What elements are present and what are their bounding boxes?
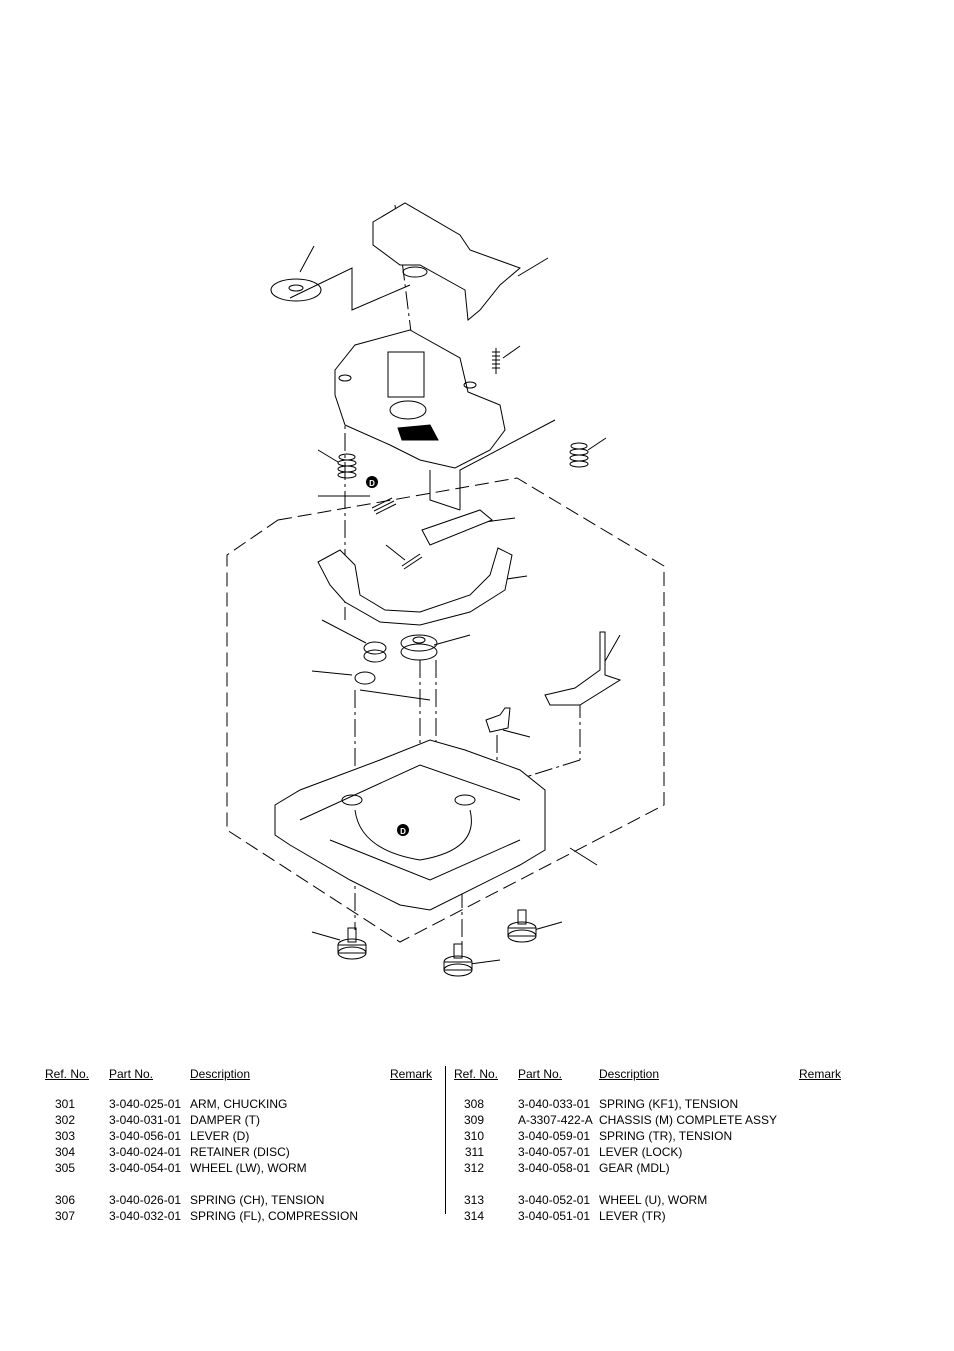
description-cell: LEVER (TR) — [599, 1209, 666, 1223]
wheel-u-worm — [354, 671, 376, 685]
part-no-cell: 3-040-057-01 — [518, 1145, 591, 1159]
description-cell: RETAINER (DISC) — [190, 1145, 290, 1159]
svg-text:D: D — [400, 827, 406, 836]
table-row: 302 3-040-031-01 DAMPER (T) — [45, 1112, 445, 1128]
description-cell: LEVER (D) — [190, 1129, 250, 1143]
part-no-cell: 3-040-032-01 — [109, 1209, 182, 1223]
description-cell: DAMPER (T) — [190, 1113, 260, 1127]
header-description: Description — [190, 1067, 251, 1081]
header-remark: Remark — [799, 1067, 842, 1081]
description-cell: SPRING (CH), TENSION — [190, 1193, 325, 1207]
retainer-disc — [270, 278, 322, 302]
part-no-cell: 3-040-056-01 — [109, 1129, 182, 1143]
table-row: 301 3-040-025-01 ARM, CHUCKING — [45, 1096, 445, 1112]
table-row: 304 3-040-024-01 RETAINER (DISC) — [45, 1144, 445, 1160]
grease-marker-d-1: D — [366, 476, 378, 488]
description-cell: SPRING (TR), TENSION — [599, 1129, 733, 1143]
part-no-cell: 3-040-054-01 — [109, 1161, 182, 1175]
part-no-cell: 3-040-025-01 — [109, 1097, 182, 1111]
ref-no-cell: 312 — [463, 1161, 484, 1175]
ref-no-cell: 309 — [463, 1113, 484, 1127]
table-row: 305 3-040-054-01 WHEEL (LW), WORM — [45, 1160, 445, 1176]
table-row: 312 3-040-058-01 GEAR (MDL) — [454, 1160, 854, 1176]
ref-no-cell: 306 — [54, 1193, 75, 1207]
spring-small — [401, 553, 423, 570]
ref-no-cell: 301 — [54, 1097, 75, 1111]
description-cell: WHEEL (U), WORM — [599, 1193, 708, 1207]
exploded-view-diagram: D D — [226, 202, 665, 977]
part-no-cell: 3-040-031-01 — [109, 1113, 182, 1127]
description-cell: CHASSIS (M) COMPLETE ASSY — [599, 1113, 778, 1127]
ref-no-cell: 307 — [54, 1209, 75, 1223]
upper-mechanism — [334, 329, 506, 469]
part-no-cell: 3-040-024-01 — [109, 1145, 182, 1159]
description-cell: SPRING (FL), COMPRESSION — [190, 1209, 359, 1223]
description-cell: GEAR (MDL) — [599, 1161, 670, 1175]
table-row: 310 3-040-059-01 SPRING (TR), TENSION — [454, 1128, 854, 1144]
description-cell: LEVER (LOCK) — [599, 1145, 683, 1159]
header-part-no: Part No. — [518, 1067, 563, 1081]
table-row: 308 3-040-033-01 SPRING (KF1), TENSION — [454, 1096, 854, 1112]
ref-no-cell: 303 — [54, 1129, 75, 1143]
spring-kf1 — [492, 348, 500, 374]
ref-no-cell: 313 — [463, 1193, 484, 1207]
part-no-cell: 3-040-059-01 — [518, 1129, 591, 1143]
wheel-lw-worm — [363, 641, 387, 655]
table-row: 307 3-040-032-01 SPRING (FL), COMPRESSION — [45, 1208, 445, 1224]
table-row: 311 3-040-057-01 LEVER (LOCK) — [454, 1144, 854, 1160]
header-description: Description — [599, 1067, 660, 1081]
description-cell: WHEEL (LW), WORM — [190, 1161, 307, 1175]
lever-arc — [317, 547, 513, 626]
table-row: 306 3-040-026-01 SPRING (CH), TENSION — [45, 1192, 445, 1208]
header-remark: Remark — [390, 1067, 433, 1081]
spring-ch — [337, 453, 357, 479]
table-row: 309 A-3307-422-A CHASSIS (M) COMPLETE ASSY — [454, 1112, 854, 1128]
arm-chucking — [372, 202, 521, 321]
part-no-cell: 3-040-058-01 — [518, 1161, 591, 1175]
spring-tr — [569, 442, 589, 468]
foot-left — [337, 927, 367, 960]
ref-no-cell: 302 — [54, 1113, 75, 1127]
ref-no-cell: 305 — [54, 1161, 75, 1175]
part-no-cell: 3-040-033-01 — [518, 1097, 591, 1111]
description-cell: ARM, CHUCKING — [190, 1097, 288, 1111]
table-row: 313 3-040-052-01 WHEEL (U), WORM — [454, 1192, 854, 1208]
part-no-cell: A-3307-422-A — [518, 1113, 593, 1127]
assembly-boundary — [226, 477, 665, 943]
header-ref-no: Ref. No. — [454, 1067, 499, 1081]
spring-fl — [371, 497, 397, 515]
foot-center — [443, 943, 473, 977]
ref-no-cell: 304 — [54, 1145, 75, 1159]
lever-d — [421, 509, 493, 546]
gear-mdl — [400, 634, 438, 652]
grease-marker-d-2: D — [397, 824, 409, 836]
header-ref-no: Ref. No. — [45, 1067, 90, 1081]
lever-tr — [485, 707, 511, 733]
part-no-cell: 3-040-026-01 — [109, 1193, 182, 1207]
ref-no-cell: 314 — [463, 1209, 484, 1223]
table-divider — [445, 1066, 446, 1214]
foot-right — [507, 909, 537, 943]
header-part-no: Part No. — [109, 1067, 154, 1081]
svg-text:D: D — [369, 479, 375, 488]
ref-no-cell: 310 — [463, 1129, 484, 1143]
description-cell: SPRING (KF1), TENSION — [599, 1097, 739, 1111]
ref-no-cell: 311 — [464, 1145, 484, 1159]
part-no-cell: 3-040-051-01 — [518, 1209, 591, 1223]
chassis-m — [274, 739, 546, 911]
table-row: 303 3-040-056-01 LEVER (D) — [45, 1128, 445, 1144]
table-row: 314 3-040-051-01 LEVER (TR) — [454, 1208, 854, 1224]
ref-no-cell: 308 — [463, 1097, 484, 1111]
lever-lock — [544, 631, 622, 706]
part-no-cell: 3-040-052-01 — [518, 1193, 591, 1207]
